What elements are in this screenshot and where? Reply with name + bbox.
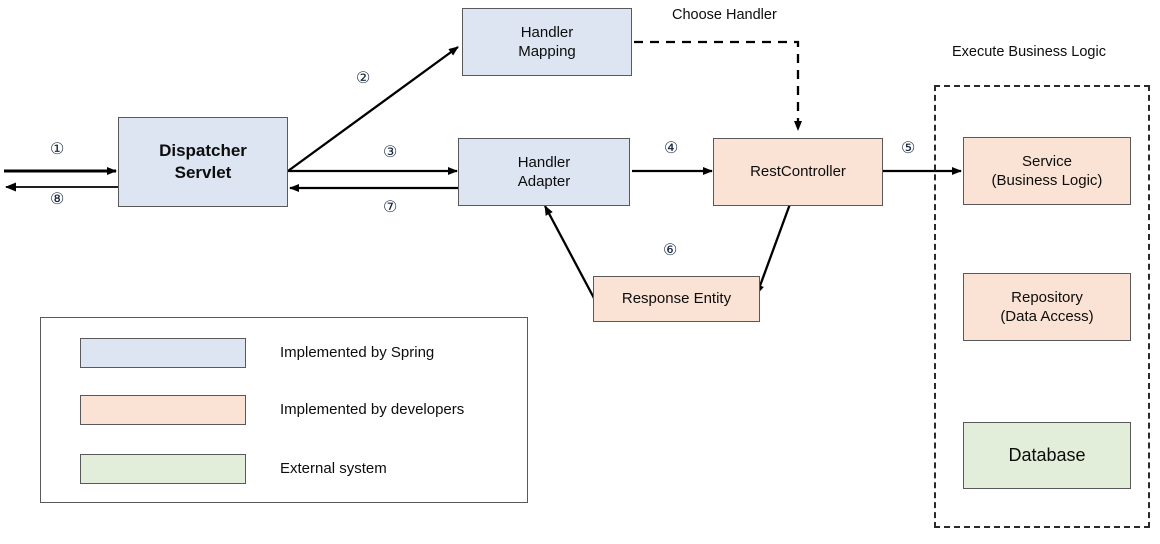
legend-label-spring: Implemented by Spring xyxy=(280,344,435,361)
legend-swatch-external xyxy=(80,454,246,484)
step-marker-3: ③ xyxy=(383,144,398,161)
node-database[interactable]: Database xyxy=(963,422,1131,489)
node-handler-mapping[interactable]: Handler Mapping xyxy=(462,8,632,76)
node-repository[interactable]: Repository (Data Access) xyxy=(963,273,1131,341)
node-rest-controller[interactable]: RestController xyxy=(713,138,883,206)
group-execute-business-logic xyxy=(934,85,1150,528)
node-service[interactable]: Service (Business Logic) xyxy=(963,137,1131,205)
node-response-entity[interactable]: Response Entity xyxy=(593,276,760,322)
group-caption-execute-business-logic: Execute Business Logic xyxy=(952,44,1106,60)
edge-dispatcher-to-handler-mapping xyxy=(287,46,459,172)
legend-swatch-spring xyxy=(80,338,246,368)
node-dispatcher-servlet[interactable]: Dispatcher Servlet xyxy=(118,117,288,207)
edge-label-choose-handler: Choose Handler xyxy=(672,7,777,23)
step-marker-6: ⑥ xyxy=(663,242,678,259)
edge-rest-controller-to-response-entity xyxy=(755,203,792,295)
step-marker-1: ① xyxy=(50,141,65,158)
legend-label-developers: Implemented by developers xyxy=(280,401,465,418)
step-marker-2: ② xyxy=(356,70,371,87)
edge-choose-handler xyxy=(634,40,802,131)
legend-swatch-developers xyxy=(80,395,246,425)
step-marker-8: ⑧ xyxy=(50,191,65,208)
step-marker-7: ⑦ xyxy=(383,199,398,216)
legend-label-external: External system xyxy=(280,460,387,477)
edge-response-entity-to-handler-adapter xyxy=(543,205,597,301)
node-handler-adapter[interactable]: Handler Adapter xyxy=(458,138,630,206)
step-marker-4: ④ xyxy=(664,140,679,157)
step-marker-5: ⑤ xyxy=(901,140,916,157)
